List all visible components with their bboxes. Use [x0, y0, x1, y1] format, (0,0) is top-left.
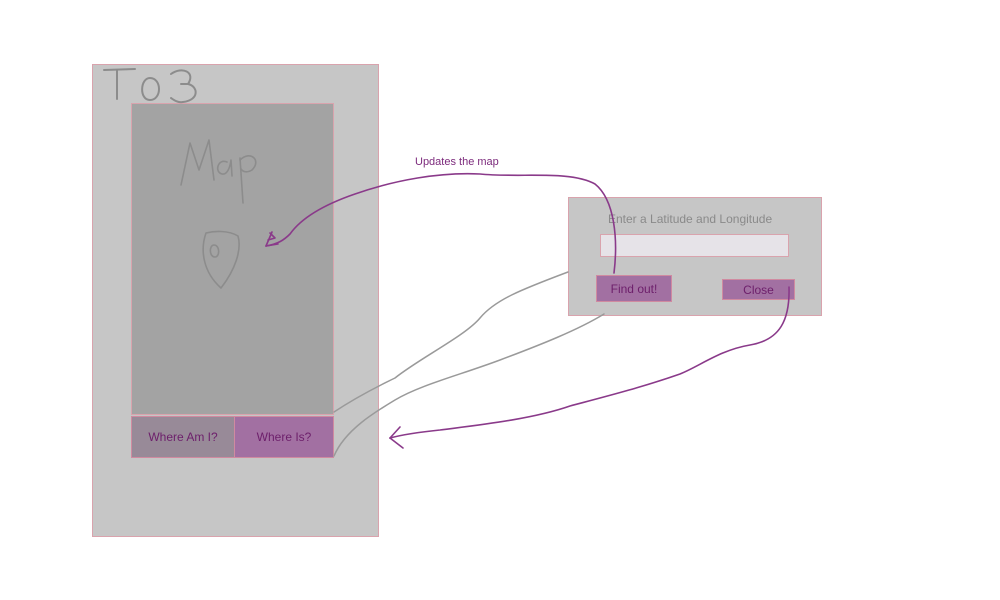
- dialog-prompt: Enter a Latitude and Longitude: [608, 212, 773, 226]
- close-button[interactable]: Close: [722, 279, 795, 300]
- where-is-button[interactable]: Where Is?: [234, 416, 334, 458]
- lat-long-input[interactable]: [600, 234, 789, 257]
- updates-map-annotation: Updates the map: [415, 156, 499, 168]
- where-am-i-button[interactable]: Where Am I?: [131, 416, 235, 458]
- map-area[interactable]: [131, 103, 334, 415]
- find-out-button[interactable]: Find out!: [596, 275, 672, 302]
